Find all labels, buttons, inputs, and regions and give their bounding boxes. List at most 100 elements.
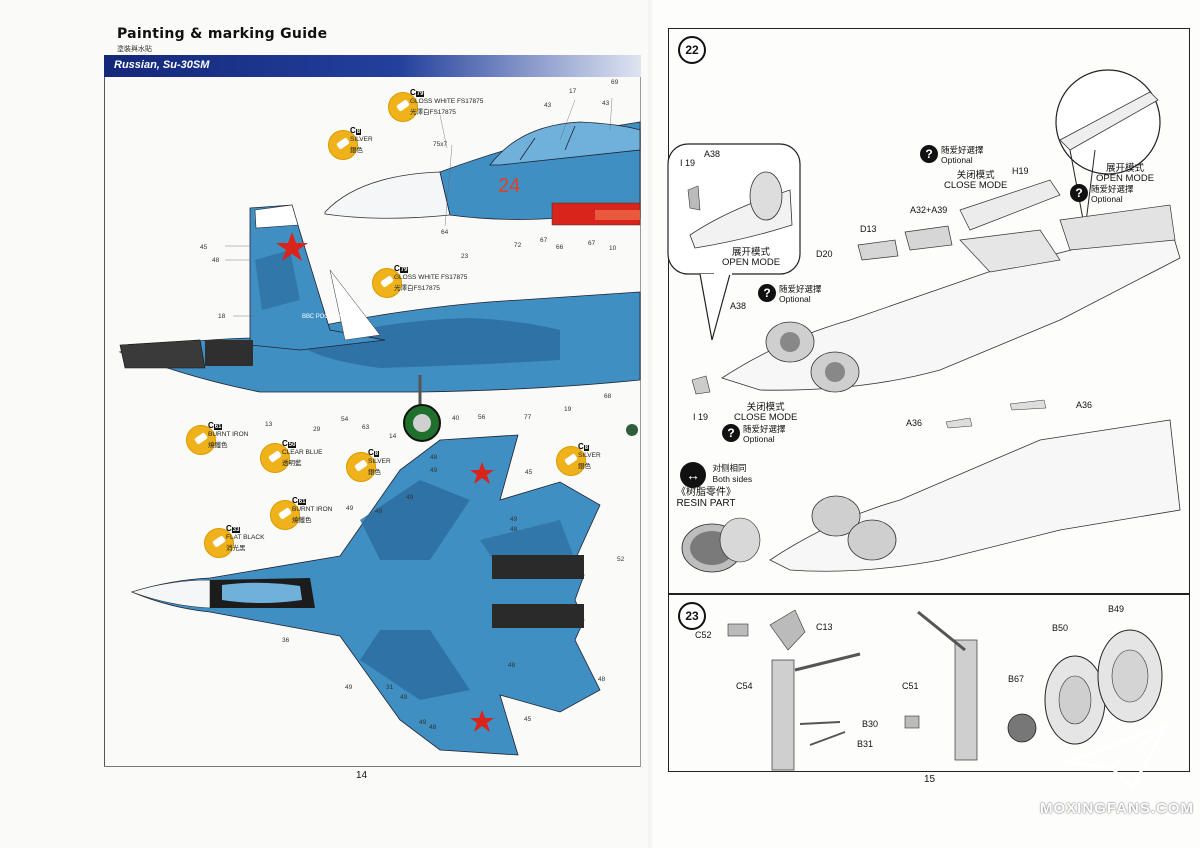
part-label: A38: [704, 149, 721, 159]
paint-code: C8: [578, 442, 590, 451]
decal-number: 72: [514, 242, 522, 249]
question-icon: ?: [920, 145, 938, 163]
decal-number: 14: [389, 433, 397, 440]
fuselage-text: ВВС РОССИИ: [302, 314, 342, 320]
question-icon: ?: [722, 424, 740, 442]
paint-brush-icon: [186, 425, 216, 455]
paint-brush-icon: [270, 500, 300, 530]
question-icon: ?: [1070, 184, 1088, 202]
paint-code: C50: [282, 439, 297, 448]
decal-number: 48: [510, 526, 518, 533]
decal-number: 45: [200, 244, 208, 251]
paint-code: C33: [226, 524, 241, 533]
decal-number: 40: [452, 415, 460, 422]
decal-number: 18: [218, 313, 226, 320]
part-label: C13: [816, 622, 833, 632]
decal-number: 31: [386, 684, 394, 691]
paint-name-cn: 光澤白FS17875: [410, 109, 456, 116]
paint-code: C79: [410, 88, 425, 97]
paint-brush-icon: [204, 528, 234, 558]
decal-number: 19: [564, 406, 572, 413]
part-label: B67: [1008, 674, 1025, 684]
frame-left-line: [104, 77, 105, 767]
paint-name-cn: 消光黑: [226, 545, 246, 552]
decal-number: 49: [419, 719, 427, 726]
decal-number: 48: [429, 724, 437, 731]
paint-name-cn: 光澤白FS17875: [394, 285, 440, 292]
both-sides-arrow-icon: ↔: [680, 462, 706, 488]
frame-right-line: [640, 77, 641, 767]
part-label: D13: [860, 224, 877, 234]
paper-plane-watermark-icon: [1065, 723, 1170, 791]
paint-brush-icon: [346, 452, 376, 482]
decal-number: 48: [508, 662, 516, 669]
paint-name-cn: 燒鐵色: [208, 442, 228, 449]
decal-number: 49: [406, 494, 414, 501]
paint-code: C61: [208, 421, 223, 430]
decal-number: 45: [525, 469, 533, 476]
decal-number: 48: [430, 454, 438, 461]
step-23-frame: [668, 594, 1190, 772]
step-number-23: 23: [678, 602, 706, 630]
paint-code: C79: [394, 264, 409, 273]
paint-name: FLAT BLACK: [226, 534, 265, 541]
decal-number: 45: [524, 716, 532, 723]
paint-brush-icon: [328, 130, 358, 160]
part-label: I 19: [693, 412, 709, 422]
page-title-cn: 塗裝與水貼: [117, 46, 152, 53]
page-number-left: 14: [356, 770, 368, 781]
question-icon: ?: [758, 284, 776, 302]
part-label: B30: [862, 719, 879, 729]
decal-number: 10: [609, 245, 617, 252]
decal-number: 77: [524, 414, 532, 421]
part-label: I 19: [680, 158, 696, 168]
paint-name: CLEAR BLUE: [282, 449, 323, 456]
decal-number: 49: [400, 694, 408, 701]
part-label: C54: [736, 681, 753, 691]
decal-number: 48: [212, 257, 220, 264]
decal-number: 75x7: [433, 141, 448, 148]
frame-bottom-line: [104, 766, 641, 767]
part-label: B50: [1052, 623, 1069, 633]
decal-number: 36: [282, 637, 290, 644]
banner-text: Russian, Su-30SM: [114, 59, 210, 71]
decal-number: 63: [362, 424, 370, 431]
part-label: A38: [730, 301, 747, 311]
page-title: Painting & marking Guide: [117, 26, 328, 42]
aircraft-banner: Russian, Su-30SM: [104, 55, 641, 77]
paint-name: BURNT IRON: [208, 431, 249, 438]
paint-name: BURNT IRON: [292, 506, 333, 513]
nose-number: 24: [498, 175, 520, 197]
paint-name: GLOSS WHITE FS17875: [394, 274, 468, 281]
decal-number: 48: [598, 676, 606, 683]
left-page: Painting & marking Guide 塗裝與水貼 Russian, …: [0, 0, 648, 848]
part-label: C51: [902, 681, 919, 691]
part-label: A36: [906, 418, 923, 428]
paint-name: SILVER: [578, 452, 601, 459]
paint-brush-icon: [260, 443, 290, 473]
paint-brush-icon: [372, 268, 402, 298]
paint-name: SILVER: [350, 136, 373, 143]
decal-number: 49: [345, 684, 353, 691]
decal-number: 67: [588, 240, 596, 247]
paint-brush-icon: [556, 446, 586, 476]
paint-name: GLOSS WHITE FS17875: [410, 98, 484, 105]
decal-number: 13: [265, 421, 273, 428]
decal-number: 49: [375, 508, 383, 515]
step-22-frame: [668, 28, 1190, 594]
decal-number: 54: [341, 416, 349, 423]
part-label: H19: [1012, 166, 1029, 176]
part-label: A32+A39: [910, 205, 948, 215]
decal-number: 49: [346, 505, 354, 512]
paint-name-cn: 銀色: [350, 147, 363, 154]
part-label: B49: [1108, 604, 1125, 614]
watermark-text: MOXINGFANS.COM: [1040, 800, 1195, 817]
paint-brush-icon: [388, 92, 418, 122]
